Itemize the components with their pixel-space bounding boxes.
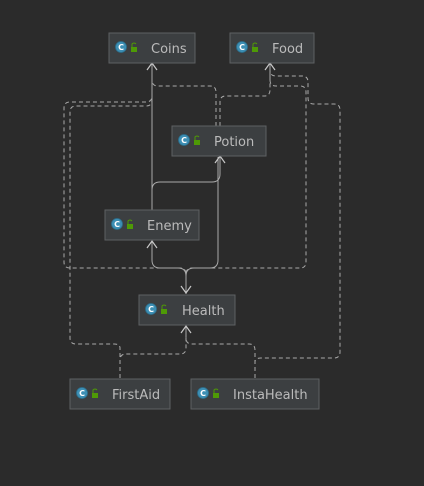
class-node-health[interactable]: C Health [138,294,236,326]
lock-open-icon [127,219,133,229]
class-node-enemy[interactable]: C Enemy [104,209,200,241]
class-node-potion[interactable]: C Potion [171,125,267,157]
arrow-to-enemy [146,239,158,249]
class-node-label: Food [272,42,303,57]
svg-text:C: C [148,305,154,314]
class-icon: C [76,387,88,399]
edge-health-enemy [151,242,187,294]
class-node-food[interactable]: C Food [229,32,315,64]
lock-open-icon [131,42,137,52]
svg-text:C: C [114,220,120,229]
class-icon: C [115,41,127,53]
svg-text:C: C [181,136,187,145]
arrowheads [146,61,276,334]
lock-open-icon [194,135,200,145]
svg-text:C: C [79,389,85,398]
class-icon: C [178,134,190,146]
lock-open-icon [161,304,167,314]
class-icon: C [236,41,248,53]
svg-text:C: C [118,43,124,52]
edge-firstaid-coins [69,64,153,378]
edge-health-potion [185,157,219,294]
lock-open-icon [92,388,98,398]
class-node-label: Potion [214,135,254,150]
edge-potion-coins [151,64,217,126]
edge-health-food [185,64,307,294]
lock-open-icon [213,388,219,398]
lock-open-icon [252,42,258,52]
edge-instahealth-food [254,64,341,378]
edge-potion-food [219,64,271,126]
arrow-to-health [180,324,192,334]
class-icon: C [145,303,157,315]
class-node-coins[interactable]: C Coins [108,32,196,64]
class-node-firstaid[interactable]: C FirstAid [69,378,171,410]
svg-text:C: C [200,389,206,398]
class-node-label: FirstAid [112,388,160,403]
class-node-label: Health [182,304,225,319]
class-node-label: Coins [151,42,187,57]
edges [63,64,341,378]
class-node-label: Enemy [147,219,192,234]
svg-text:C: C [239,43,245,52]
class-node-label: InstaHealth [233,388,308,403]
class-icon: C [197,387,209,399]
edge-enemy-potion [151,157,221,210]
edge-firstaid-health [119,327,187,378]
class-icon: C [111,218,123,230]
edge-health-coins [63,64,187,294]
arrow-from-health [180,285,192,295]
edge-instahealth-health [185,327,256,378]
class-node-instahealth[interactable]: C InstaHealth [190,378,320,410]
